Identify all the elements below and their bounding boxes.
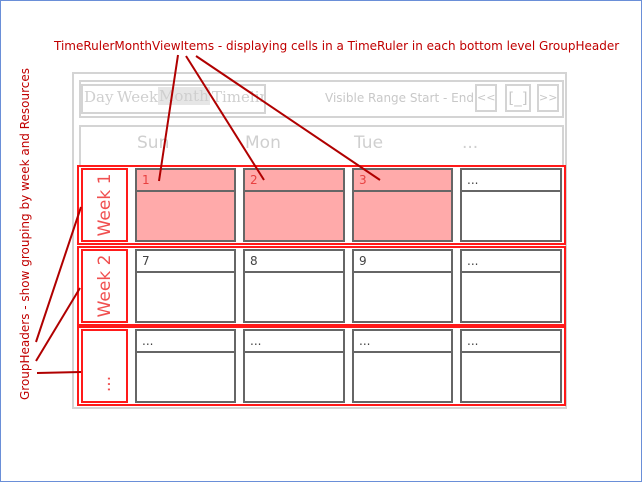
time-ruler-month-view-item[interactable]: ... [352,329,453,403]
time-ruler-month-view-item[interactable]: 3 [352,168,453,242]
arrow-line [185,55,265,181]
time-ruler-month-view-item[interactable]: 8 [243,249,345,323]
cell-date: ... [245,331,343,353]
cell-date: ... [354,331,451,353]
cell-date: 7 [137,251,234,273]
time-ruler-month-view-item[interactable]: ... [460,249,562,323]
prev-button[interactable]: << [475,84,497,112]
day-header: Mon [245,133,281,153]
cell-date: 3 [354,170,451,192]
time-ruler-month-view-item[interactable]: ... [135,329,236,403]
arrow-line [158,54,179,182]
day-header: Tue [354,133,384,153]
arrow-line [36,371,82,374]
group-row [77,165,566,245]
cell-date: ... [137,331,234,353]
today-button[interactable]: [_] [505,84,531,112]
group-header[interactable]: Week 1 [81,168,128,242]
day-header: Sun [137,133,170,153]
time-ruler-month-view-item[interactable]: 9 [352,249,453,323]
cell-date: 2 [245,170,343,192]
cell-date: 1 [137,170,234,192]
time-ruler-annotation: TimeRulerMonthViewItems - displaying cel… [54,39,620,53]
view-week[interactable]: Week [117,88,159,106]
cell-date: ... [462,170,560,192]
time-ruler-month-view-item[interactable]: 1 [135,168,236,242]
time-ruler-month-view-item[interactable]: 7 [135,249,236,323]
time-ruler-month-view-item[interactable]: ... [460,168,562,242]
cell-date: ... [462,251,560,273]
time-ruler-month-view-item[interactable]: ... [243,329,345,403]
arrow-line [35,287,81,362]
toolbar [79,80,564,118]
cell-date: ... [462,331,560,353]
group-header[interactable]: ... [81,329,128,403]
group-row [77,326,566,406]
day-header: ... [462,133,479,153]
view-day[interactable]: Day [84,88,114,106]
next-button[interactable]: >> [537,84,559,112]
group-header[interactable]: Week 2 [81,249,128,323]
visible-range-label: Visible Range Start - End [325,91,474,105]
time-ruler-month-view-item[interactable]: ... [460,329,562,403]
arrow-line [35,206,82,343]
scheduler-mockup [72,72,567,409]
time-ruler-month-view-item[interactable]: 2 [243,168,345,242]
group-row [77,246,566,326]
arrow-line [195,55,381,181]
cell-date: 9 [354,251,451,273]
cell-date: 8 [245,251,343,273]
